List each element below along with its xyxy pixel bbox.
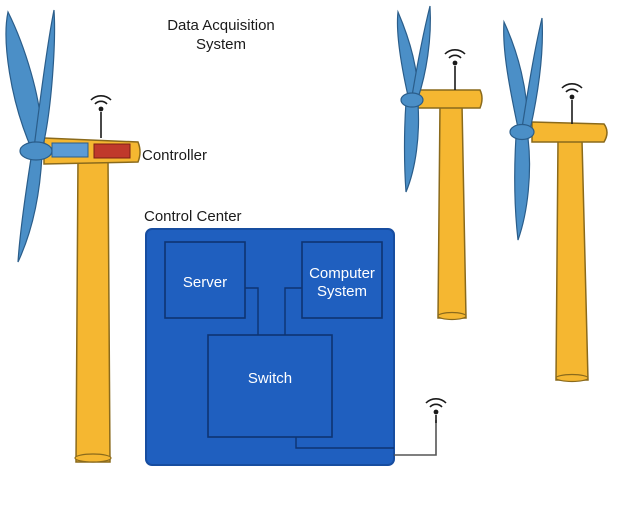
turbine-right-2-tower: [555, 139, 589, 381]
turbine-right-2-tower-base: [555, 373, 589, 383]
turbine-left: [5, 9, 141, 463]
turbine-right-1-nacelle: [417, 89, 483, 109]
switch-box: [207, 334, 333, 438]
computer-system-box: [301, 241, 383, 319]
controller-blue-module: [51, 142, 89, 158]
turbine-left-blade-down: [17, 151, 43, 263]
turbine-right-1-tower: [437, 103, 467, 319]
turbine-left-blade-up-2: [33, 9, 56, 151]
wireless-antenna-icon: [444, 49, 466, 90]
turbine-right-2-nacelle: [531, 121, 608, 143]
turbine-left-tower-base: [74, 453, 112, 463]
turbine-right-1-blade-up-2: [411, 5, 431, 99]
control-center-box: Server Computer System Switch: [145, 228, 395, 466]
server-box: [164, 241, 246, 319]
wireless-antenna-icon: [425, 398, 447, 423]
turbine-left-hub: [19, 141, 53, 161]
wireless-antenna-icon: [90, 95, 112, 138]
computer-system-label-line-1: Computer: [309, 265, 375, 282]
turbine-right-2-blade-up-2: [521, 17, 543, 131]
turbine-left-tower: [75, 157, 111, 463]
turbine-right-2: [503, 17, 608, 383]
title-line-1: Data Acquisition: [167, 17, 275, 34]
control-center-to-antenna-wire: [394, 420, 437, 456]
switch-to-edge-wire: [295, 437, 394, 449]
switch-label: Switch: [248, 370, 292, 387]
server-to-switch-wire: [245, 287, 259, 335]
turbine-right-1-blade-down: [403, 101, 420, 193]
turbine-right-1-hub: [400, 92, 424, 108]
computer-system-label-line-2: System: [317, 283, 367, 300]
turbine-right-1: [396, 5, 483, 321]
control-center-label: Control Center: [144, 208, 242, 225]
turbine-right-2-blade-down: [514, 135, 531, 241]
wireless-antenna-icon: [561, 83, 583, 124]
server-label: Server: [183, 274, 227, 291]
computer-to-switch-wire: [284, 287, 302, 335]
controller-label: Controller: [142, 147, 207, 164]
controller-red-module: [93, 143, 131, 159]
turbine-right-2-hub: [509, 123, 535, 141]
turbine-right-1-tower-base: [437, 311, 467, 321]
title-line-2: System: [196, 36, 246, 53]
